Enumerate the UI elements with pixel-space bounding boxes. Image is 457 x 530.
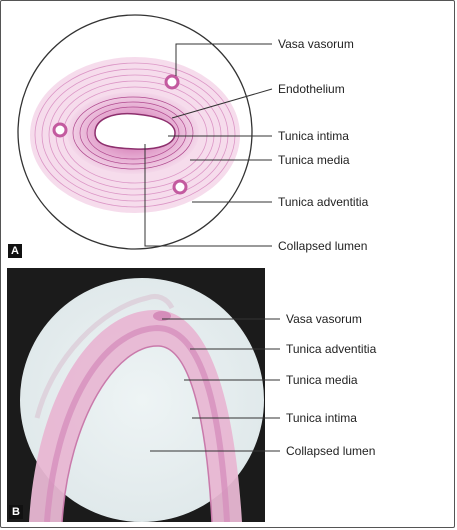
label-a-collapsed-lumen: Collapsed lumen (278, 239, 368, 253)
label-b-vasa-vasorum: Vasa vasorum (286, 312, 362, 326)
micrograph-drawing (20, 278, 264, 522)
label-a-tunica-media: Tunica media (278, 153, 350, 167)
label-b-collapsed-lumen: Collapsed lumen (286, 444, 376, 458)
collapsed-lumen-shape (94, 112, 176, 150)
label-a-vasa-vasorum: Vasa vasorum (278, 37, 354, 51)
adventitia-fringe (34, 293, 175, 419)
media-fibers (72, 96, 194, 170)
vessel-wall-b (29, 309, 242, 522)
tunica-media-band (44, 324, 230, 522)
panel-b-micrograph (7, 268, 265, 522)
label-a-endothelium: Endothelium (278, 82, 345, 96)
vasa-vasorum-vessels (52, 74, 188, 195)
label-b-tunica-media: Tunica media (286, 373, 358, 387)
panel-a-tag: A (8, 244, 22, 258)
panel-a-leader-lines (144, 43, 273, 247)
label-b-tunica-intima: Tunica intima (286, 411, 357, 425)
label-b-tunica-adventitia: Tunica adventitia (286, 342, 377, 356)
label-a-tunica-intima: Tunica intima (278, 129, 349, 143)
panel-b-tag: B (9, 505, 23, 519)
label-a-tunica-adventitia: Tunica adventitia (278, 195, 369, 209)
tunica-intima-edge (61, 345, 213, 522)
